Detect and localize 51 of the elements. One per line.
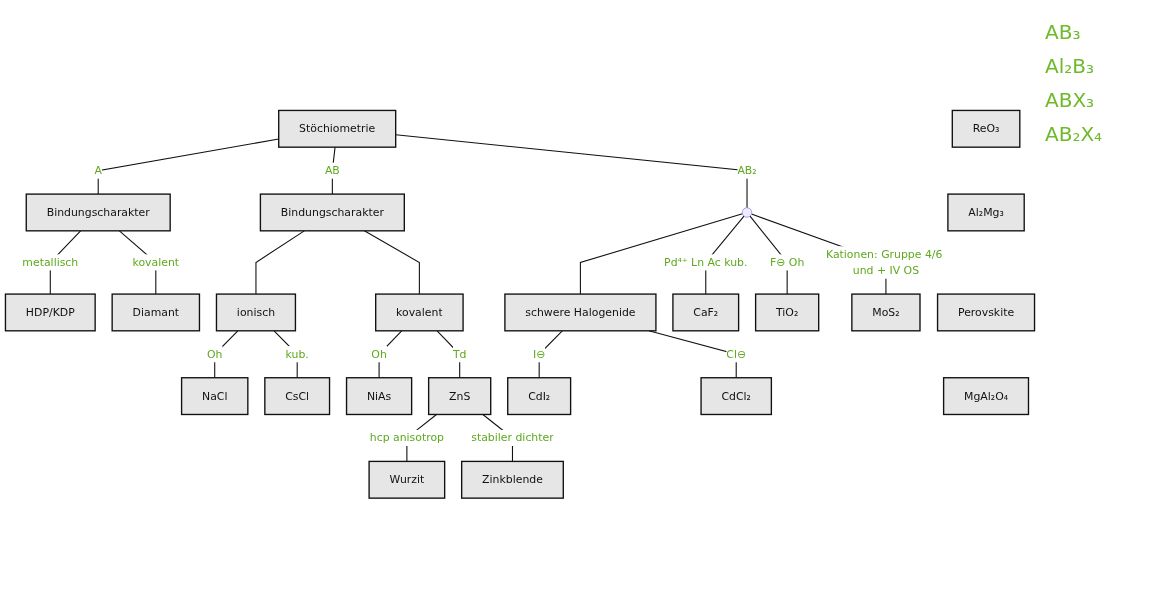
node-box: TiO₂ xyxy=(754,293,820,332)
node-box: Wurzit xyxy=(368,460,446,499)
edge-label: Oh xyxy=(206,347,223,361)
connector xyxy=(273,330,298,379)
node-box: schwere Halogenide xyxy=(504,293,657,332)
node-box: MoS₂ xyxy=(851,293,921,332)
edge-label: stabiler dichter xyxy=(471,431,554,445)
connector xyxy=(214,330,239,379)
edge-label: Oh xyxy=(371,347,387,361)
node-point xyxy=(741,207,753,218)
connector xyxy=(331,146,336,195)
node-box: Diamant xyxy=(111,293,201,332)
edge-label: I⊖ xyxy=(533,347,546,361)
edge-label: Kationen: Gruppe 4/6 und + IV OS xyxy=(825,247,943,277)
connector xyxy=(255,230,305,295)
node-box: Al₂Mg₃ xyxy=(947,193,1025,232)
node-box: kovalent xyxy=(375,293,464,332)
formula-note: AB₃ xyxy=(1045,20,1082,44)
node-box: Zinkblende xyxy=(461,460,564,499)
node-box: NaCl xyxy=(180,377,249,416)
edge-label: AB xyxy=(324,164,340,177)
edge-label: kovalent xyxy=(132,255,180,269)
connector xyxy=(436,330,461,379)
formula-note: ABX₃ xyxy=(1045,88,1096,112)
connector xyxy=(378,330,403,379)
formula-note: AB₂X₄ xyxy=(1045,122,1104,146)
node-box: NiAs xyxy=(345,377,413,416)
node-box: Stöchiometrie xyxy=(278,109,397,149)
edge-label: AB₂ xyxy=(737,164,757,177)
formula-note: Al₂B₃ xyxy=(1045,54,1095,78)
node-box: Bindungscharakter xyxy=(25,193,171,232)
node-box: MgAl₂O₄ xyxy=(942,377,1030,416)
edge-label: kub. xyxy=(285,347,309,361)
node-box: Perovskite xyxy=(936,293,1036,332)
edge-label: Cl⊖ xyxy=(726,347,747,361)
node-box: ZnS xyxy=(427,377,492,416)
edge-label: F⊖ Oh xyxy=(770,255,805,269)
node-box: Bindungscharakter xyxy=(259,193,405,232)
edge-label: hcp anisotrop xyxy=(369,431,444,445)
edge-label: metallisch xyxy=(22,255,79,269)
node-box: ionisch xyxy=(215,293,297,332)
node-box: ReO₃ xyxy=(951,109,1021,149)
node-box: CdI₂ xyxy=(507,377,572,416)
node-box: CsCl xyxy=(264,377,331,416)
node-box: CdCl₂ xyxy=(700,377,773,416)
edge-label: Td xyxy=(452,347,467,361)
node-box: CaF₂ xyxy=(672,293,740,332)
edge-label: Pd⁴⁺ Ln Ac kub. xyxy=(664,255,748,269)
node-box: HDP/KDP xyxy=(4,293,96,332)
edge-label: A xyxy=(94,164,102,177)
connector xyxy=(395,134,748,209)
